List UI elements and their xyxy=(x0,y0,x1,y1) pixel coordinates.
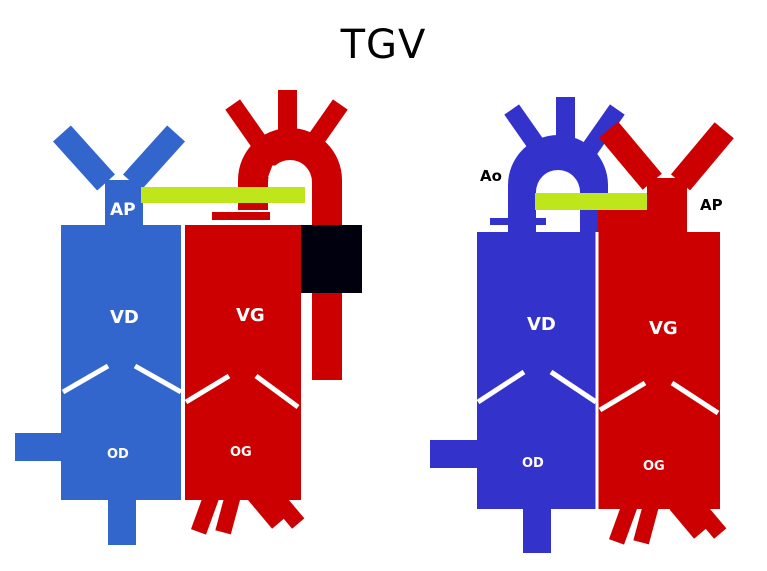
left-ap-branch-left xyxy=(53,125,115,191)
right-right-heart: VD OD xyxy=(430,232,598,553)
left-og-label: OG xyxy=(230,445,252,460)
right-pulmonary-artery: AP xyxy=(598,121,734,234)
right-mitral-valve-right xyxy=(670,380,720,416)
right-pv-1 xyxy=(608,503,638,545)
right-aorta-branch-center xyxy=(556,97,575,149)
left-vena-cava-side xyxy=(15,433,65,461)
right-left-heart: VG OG xyxy=(598,232,727,545)
right-tricuspid-valve-right xyxy=(549,369,598,405)
left-left-heart: VG OG xyxy=(184,212,305,535)
left-ao-label: Ao xyxy=(268,162,291,181)
left-right-ventricle xyxy=(61,225,181,500)
right-ap-branch-right xyxy=(670,122,734,191)
right-ao-label: Ao xyxy=(480,167,502,185)
right-ap-label: AP xyxy=(700,196,723,214)
right-pv-4 xyxy=(689,499,727,539)
left-pulmonary-artery: AP xyxy=(53,125,185,226)
right-vena-cava-inferior xyxy=(523,505,551,553)
left-ap-label: AP xyxy=(110,200,136,220)
left-ductus xyxy=(141,187,305,203)
left-aortic-valve-bar xyxy=(212,212,270,220)
left-mitral-valve-right xyxy=(254,373,300,410)
right-ductus xyxy=(535,193,647,210)
left-tricuspid-valve-left xyxy=(61,363,110,395)
right-mitral-valve-left xyxy=(598,380,647,413)
right-pv-3 xyxy=(669,499,707,539)
left-pv-1 xyxy=(190,493,220,535)
right-vg-label: VG xyxy=(649,318,678,339)
right-ap-branch-left xyxy=(598,121,662,190)
left-aorta-branch-center xyxy=(278,90,297,140)
left-ap-trunk xyxy=(105,180,143,226)
left-heart-diagram: Ao AP VD OD xyxy=(15,90,362,545)
left-right-heart: VD OD xyxy=(15,225,183,545)
right-aorta-branch-right xyxy=(581,104,625,156)
left-vg-label: VG xyxy=(236,305,265,326)
left-aorta-branch-left xyxy=(225,99,269,151)
right-tricuspid-valve-left xyxy=(476,369,526,405)
right-pv-2 xyxy=(633,503,659,545)
right-aortic-valve-bar xyxy=(490,218,546,225)
left-pv-2 xyxy=(215,493,241,535)
left-mitral-valve-left xyxy=(184,373,231,405)
right-left-ventricle xyxy=(598,232,720,509)
right-od-label: OD xyxy=(522,456,544,471)
left-tricuspid-valve-right xyxy=(133,363,183,395)
left-aorta-branch-right xyxy=(304,99,348,151)
right-vena-cava-side xyxy=(430,440,480,468)
left-od-label: OD xyxy=(107,447,129,462)
right-aorta-branch-left xyxy=(504,104,548,156)
right-og-label: OG xyxy=(643,459,665,474)
left-pv-4 xyxy=(267,489,305,529)
left-ap-branch-right xyxy=(123,125,185,191)
right-vd-label: VD xyxy=(527,314,556,335)
right-heart-diagram: Ao AP VD OD xyxy=(430,97,734,553)
right-right-ventricle xyxy=(477,232,598,509)
left-pv-3 xyxy=(247,489,285,529)
slide-title: TGV xyxy=(340,22,427,68)
left-vd-label: VD xyxy=(110,307,139,328)
left-black-block xyxy=(300,225,362,293)
right-ap-trunk xyxy=(647,178,687,234)
left-left-ventricle xyxy=(185,225,301,500)
left-vena-cava-inferior xyxy=(108,495,136,545)
